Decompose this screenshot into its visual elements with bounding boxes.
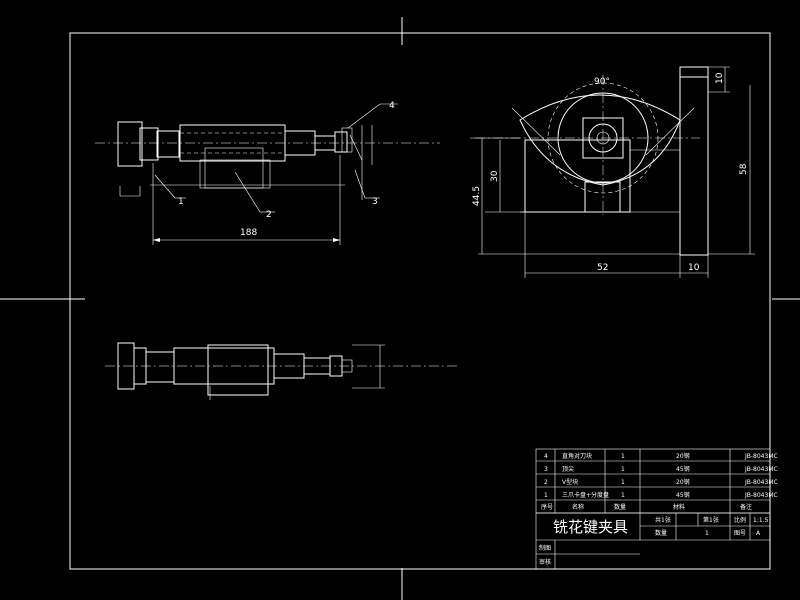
parts-header-qty: 数量 (614, 503, 626, 511)
dim-44-5: 44.5 (472, 186, 482, 206)
parts-row-qty: 1 (621, 479, 625, 486)
parts-row-no: 4 (544, 453, 548, 460)
parts-header-note: 备注 (740, 503, 752, 511)
parts-header-no: 序号 (541, 503, 553, 511)
parts-row-no: 1 (544, 492, 548, 499)
dim-length-188: 188 (240, 228, 257, 238)
parts-row-qty: 1 (621, 492, 625, 499)
parts-row-name: 顶尖 (562, 465, 574, 473)
balloon-4: 4 (389, 101, 395, 111)
checked-label: 审核 (539, 558, 551, 566)
balloon-1: 1 (178, 197, 184, 207)
parts-row-qty: 1 (621, 466, 625, 473)
parts-row-qty: 1 (621, 453, 625, 460)
dim-58: 58 (739, 163, 749, 175)
scale-label: 比例 (734, 516, 746, 524)
balloon-2: 2 (266, 210, 272, 220)
top-view (105, 342, 458, 400)
parts-row-material: 45钢 (676, 465, 690, 473)
parts-row-name: 直角对刀块 (562, 452, 592, 460)
drawing-no-label: 图号 (734, 530, 746, 537)
title-text: 铣花键夹具 (553, 518, 628, 536)
quantity-label: 数量 (655, 529, 667, 537)
parts-header-material: 材料 (673, 503, 685, 511)
front-view: 188 1 2 3 4 (95, 101, 440, 245)
sheet-no-label: 第1张 (703, 516, 719, 524)
parts-row-material: 20钢 (676, 478, 690, 486)
dim-10-bottom: 10 (688, 263, 700, 273)
parts-row-name: V型块 (562, 478, 578, 486)
parts-header-name: 名称 (572, 503, 584, 511)
parts-list: 4 直角对刀块 1 20钢 JB-8043MC 3 顶尖 1 45钢 JB-8043MC 2 V型块 1… (535, 448, 778, 514)
dim-angle-90: 90° (594, 77, 610, 87)
parts-row-material: 20钢 (676, 452, 690, 460)
parts-row-material: 45钢 (676, 491, 690, 499)
drawn-label: 制图 (539, 544, 551, 552)
parts-row-note: JB-8043MC (744, 466, 778, 473)
dim-10-top: 10 (715, 72, 725, 84)
parts-row-note: JB-8043MC (744, 479, 778, 486)
parts-row-note: JB-8043MC (744, 453, 778, 460)
sheet-frame (0, 17, 800, 600)
parts-row-name: 三爪卡盘+分度盘 (562, 491, 609, 499)
drawing-no-value: A (756, 530, 761, 537)
dim-30: 30 (490, 170, 500, 182)
dim-52: 52 (597, 263, 608, 273)
parts-row-note: JB-8043MC (744, 492, 778, 499)
parts-row-no: 2 (544, 479, 548, 486)
sheets-total-label: 共1张 (655, 516, 671, 524)
balloon-3: 3 (372, 197, 378, 207)
parts-row-no: 3 (544, 466, 548, 473)
title-block: 铣花键夹具 共1张 第1张 比例 1:1.5 数量 1 图号 A 制图 审核 (535, 512, 771, 570)
quantity-value: 1 (705, 530, 709, 537)
scale-value: 1:1.5 (753, 517, 769, 524)
side-view: 10 58 30 44.5 52 10 90° (470, 66, 755, 278)
